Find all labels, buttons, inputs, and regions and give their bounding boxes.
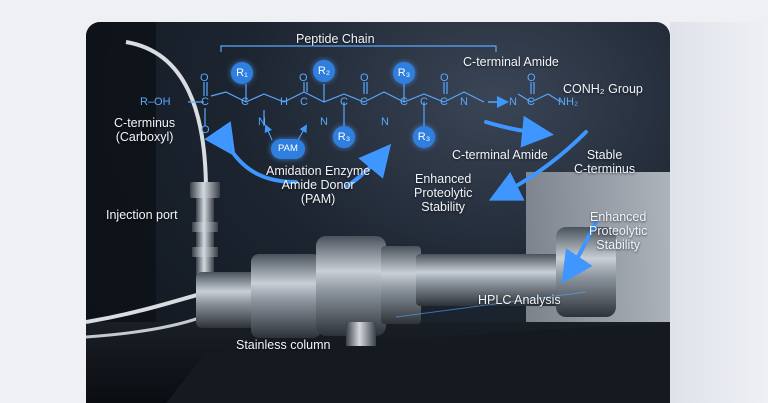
atom-c: C [300,96,308,108]
atom-n: N [320,116,328,128]
atom-c: C [201,96,209,108]
right-background [670,22,768,403]
column-end-fitting [316,236,386,336]
injection-fitting-cap [190,182,220,198]
diagram-artwork [86,22,670,403]
c-terminal-amide-top-label: C-terminal Amide [463,55,559,69]
atom-o: O [201,124,210,136]
atom-o: O [360,72,369,84]
atom-c: C [400,96,408,108]
diagram-card: R–OH O C O C N H O C N C O C N C C O C N… [86,22,670,403]
atom-o: O [440,72,449,84]
atom-c: C [360,96,368,108]
column-knurled-nut [251,254,321,338]
atom-h: H [280,96,288,108]
c-terminus-carboxyl-label: C-terminus (Carboxyl) [114,116,176,144]
amidation-enzyme-label: Amidation Enzyme Amide Donor (PAM) [266,164,371,206]
atom-o: O [527,72,536,84]
column-inlet-coupling [196,272,256,328]
injection-fitting-stem [196,198,214,278]
pam-arrow-right [297,124,307,141]
stainless-column-tube [416,254,566,306]
peptide-chain-label: Peptide Chain [296,32,375,46]
capillary-tube-top [125,40,208,193]
flow-arrows [204,115,598,284]
pam-arrow-left [264,124,273,141]
atom-n: N [460,96,468,108]
atom-c: C [420,96,428,108]
atom-c: C [527,96,535,108]
enhanced-stability-label-1: Enhanced Proteolytic Stability [414,172,473,214]
stable-c-terminus-label: Stable C-terminus [574,148,636,176]
hplc-analysis-label: HPLC Analysis [478,293,561,307]
r-group-badge: R₃ [333,126,355,148]
hplc-pointer-line [395,291,587,318]
enhanced-stability-label-2: Enhanced Proteolytic Stability [589,210,648,252]
atom-n: N [509,96,517,108]
injection-fitting-nut [192,222,218,232]
column-stand [346,322,376,346]
atom-c: C [340,96,348,108]
atom-o: O [299,72,308,84]
conh2-group-label: CONH₂ Group [563,82,643,96]
column-clamp [381,246,421,324]
bench-plate [166,322,670,403]
r-group-badge: R₂ [313,60,335,82]
r-oh-label: R–OH [140,96,171,108]
r-group-badge: R₃ [393,62,415,84]
atom-n: N [258,116,266,128]
peptide-chain-bracket [220,45,497,52]
atom-c: C [241,96,249,108]
r-group-badge: R₃ [413,126,435,148]
injection-fitting-nut-2 [192,247,218,257]
r-group-badge: R₁ [231,62,253,84]
c-terminal-amide-mid-label: C-terminal Amide [452,148,548,162]
injection-port-label: Injection port [106,208,178,222]
peptide-backbone-bonds [188,82,562,126]
pam-badge: PAM [271,139,305,159]
stainless-column-label: Stainless column [236,338,331,352]
atom-c: C [440,96,448,108]
atom-o: O [200,72,209,84]
atom-nh2: NH₂ [558,96,579,108]
atom-n: N [381,116,389,128]
